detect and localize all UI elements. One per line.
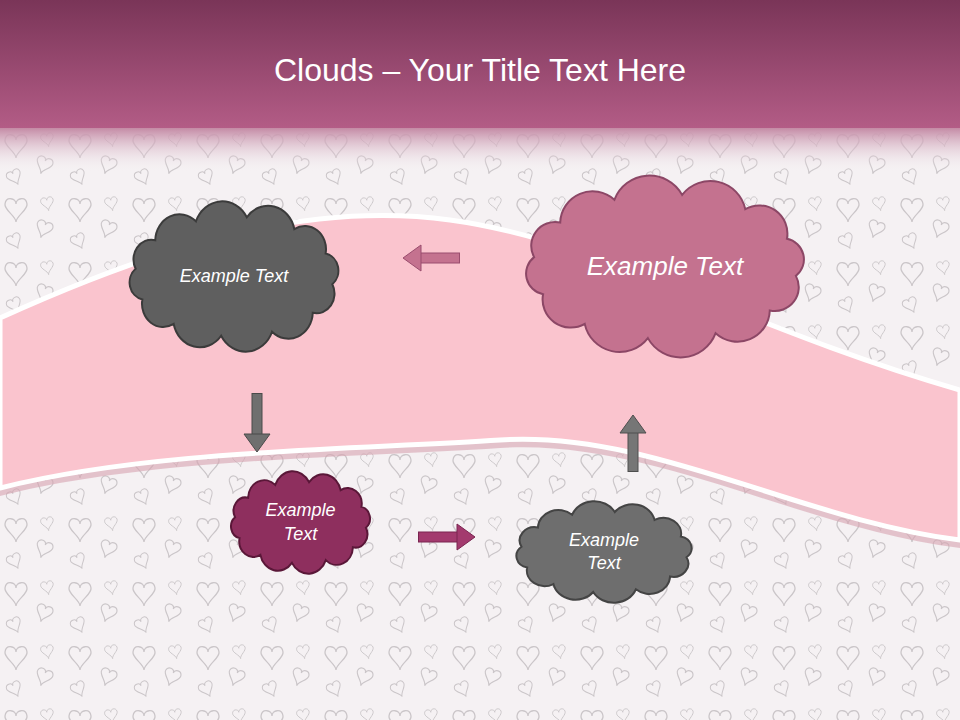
arrow-shaft	[253, 394, 262, 435]
cloud-path	[231, 471, 370, 573]
arrow-outline	[420, 253, 460, 264]
arrow-outline	[628, 432, 639, 472]
arrow-shaft	[419, 533, 458, 542]
cloud-shape: Example Text	[218, 467, 383, 578]
cloud-outline	[500, 497, 708, 607]
arrow-outline	[252, 393, 263, 435]
cloud-shape: Example Text	[110, 195, 358, 358]
cloud-text: Example Text	[253, 499, 348, 546]
cloud-outline	[218, 467, 383, 578]
block-arrow	[418, 524, 475, 550]
cloud-path	[516, 501, 691, 602]
cloud-text: Example Text	[180, 265, 288, 288]
arrow-shaft	[629, 432, 638, 471]
cloud-path	[526, 176, 804, 358]
block-arrow	[244, 393, 270, 452]
block-arrow	[403, 245, 460, 271]
arrow-head	[620, 415, 646, 433]
block-arrow	[620, 415, 646, 472]
cloud-shape: Example Text	[500, 168, 830, 365]
cloud-path	[130, 201, 339, 351]
arrow-head	[457, 524, 475, 550]
cloud-text: Example Text	[587, 250, 744, 284]
arrow-head	[244, 434, 270, 452]
slide-title: Clouds – Your Title Text Here	[0, 52, 960, 89]
arrow-outline	[418, 532, 458, 543]
arrow-shaft	[420, 254, 459, 263]
cloud-shape: Example Text	[500, 497, 708, 607]
arrow-head	[403, 245, 421, 271]
cloud-text: Example Text	[557, 529, 652, 576]
